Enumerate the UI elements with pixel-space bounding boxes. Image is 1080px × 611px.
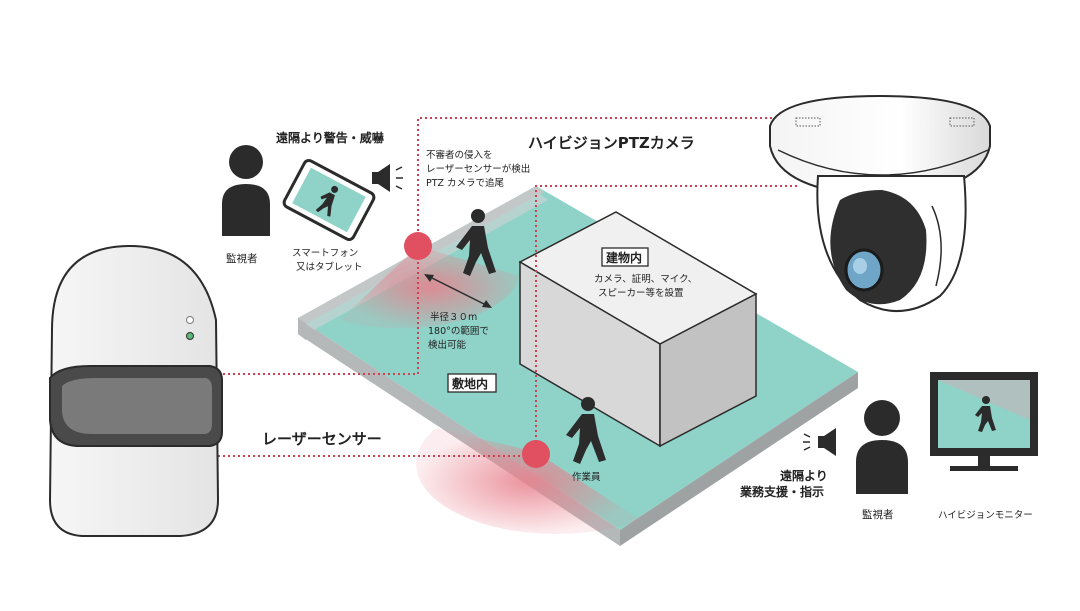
remote-warning-label: 遠隔より警告・威嚇 (276, 130, 384, 145)
radius-label-2: 180°の範囲で (428, 325, 489, 337)
detection-zone-bottom (416, 428, 640, 534)
premises-label: 敷地内 (452, 376, 488, 391)
sensor-dot-top (404, 232, 432, 260)
smartphone-label-2: 又はタブレット (296, 261, 363, 273)
laser-sensor-label: レーザーセンサー (262, 430, 382, 448)
speaker-icon (372, 164, 403, 192)
monitor-icon (930, 372, 1038, 471)
intrusion-label-1: 不審者の侵入を (426, 149, 493, 161)
building-label-box (601, 247, 649, 267)
camera-title: ハイビジョンPTZカメラ (528, 134, 695, 152)
hd-monitor-label: ハイビジョンモニター (938, 510, 1033, 521)
building-label-2: スピーカー等を設置 (598, 287, 684, 299)
radius-label-3: 検出可能 (428, 339, 467, 351)
remote-support-label-1: 遠隔より (780, 468, 828, 483)
premises-label-box (447, 373, 497, 393)
building-icon (518, 211, 758, 448)
sensor-dot-bottom (522, 440, 550, 468)
detection-zone-top (340, 246, 520, 329)
radius-label-1: 半径３０m (430, 311, 477, 323)
walking-person-icon (456, 209, 496, 276)
intrusion-label-2: レーザーセンサーが検出 (426, 163, 530, 175)
smartphone-label-1: スマートフォン (292, 248, 358, 259)
radius-arrow (424, 274, 492, 308)
monitor-person-left-label: 監視者 (226, 252, 258, 265)
walking-person-icon (566, 397, 606, 464)
speaker-icon (803, 428, 836, 456)
intrusion-label-3: PTZ カメラで追尾 (426, 177, 504, 189)
monitor-person-right-label: 監視者 (862, 508, 894, 521)
tablet-icon (282, 158, 376, 242)
connection-lines (218, 117, 800, 457)
laser-sensor-icon (48, 244, 223, 537)
ptz-camera-icon (769, 94, 991, 312)
building-label-1: カメラ、証明、マイク、 (594, 273, 697, 285)
building-title: 建物内 (605, 250, 642, 265)
worker-label: 作業員 (572, 471, 601, 483)
person-icon (856, 400, 908, 494)
remote-support-label-2: 業務支援・指示 (739, 484, 824, 499)
person-icon (222, 145, 270, 236)
